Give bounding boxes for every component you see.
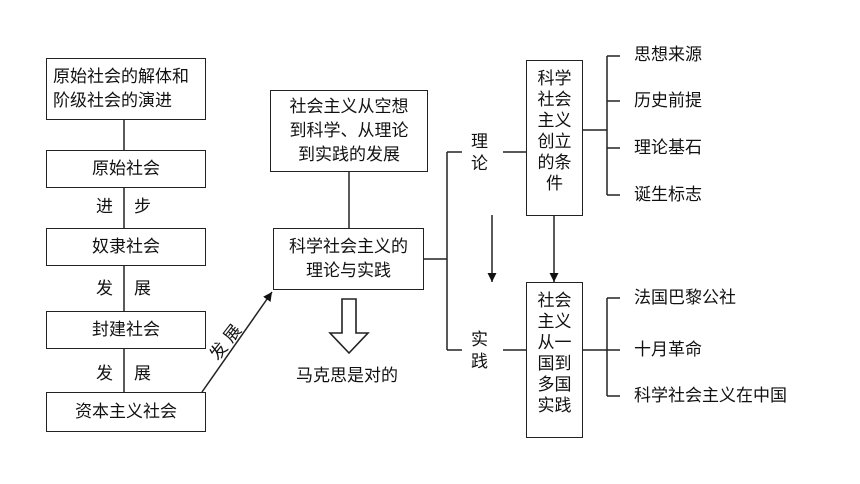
practice-item-socialism-in-china: 科学社会主义在中国 — [634, 386, 787, 406]
top-line2: 到科学、从理论 — [289, 121, 409, 141]
practice-item-october-revolution: 十月革命 — [634, 340, 702, 360]
box4-label: 封建社会 — [92, 320, 160, 340]
practice-box-line5: 多国 — [537, 375, 572, 395]
theory-box-line2: 社会 — [537, 90, 572, 110]
box3-label: 奴隶社会 — [92, 237, 160, 257]
theory-char2: 论 — [471, 154, 488, 174]
center-line2: 理论与实践 — [306, 261, 391, 281]
box5-label: 资本主义社会 — [75, 402, 177, 422]
box1-line2: 阶级社会的演进 — [53, 91, 172, 111]
link3-char2: 展 — [134, 364, 151, 384]
box2-label: 原始社会 — [92, 159, 160, 179]
box-founding-conditions: 科学 社会 主义 创立 的条 件 — [526, 60, 583, 216]
top-line1: 社会主义从空想 — [289, 97, 409, 117]
link3-char1: 发 — [96, 364, 113, 384]
link1-char1: 进 — [96, 197, 113, 217]
box-primitive-to-class-society: 原始社会的解体和 阶级社会的演进 — [46, 58, 206, 120]
practice-box-line2: 主义 — [537, 312, 572, 332]
theory-box-line1: 科学 — [537, 69, 572, 89]
practice-box-line4: 国到 — [537, 354, 572, 374]
box-one-to-many-countries: 社会 主义 从一 国到 多国 实践 — [526, 282, 583, 438]
top-line3: 到实践的发展 — [298, 145, 400, 165]
link2-char2: 展 — [134, 279, 151, 299]
theory-char1: 理 — [471, 132, 488, 152]
theory-item-birth-mark: 诞生标志 — [634, 185, 702, 205]
conclusion-text: 马克思是对的 — [296, 366, 398, 386]
branch-theory-label: 理 论 — [471, 131, 488, 175]
link1-char2: 步 — [134, 197, 151, 217]
theory-box-line6: 件 — [546, 174, 563, 194]
link2-char1: 发 — [96, 279, 113, 299]
theory-item-source: 思想来源 — [634, 45, 702, 65]
box-utopia-to-science: 社会主义从空想 到科学、从理论 到实践的发展 — [270, 90, 428, 172]
theory-box-line3: 主义 — [537, 111, 572, 131]
practice-char2: 践 — [471, 352, 488, 372]
branch-practice-label: 实 践 — [471, 329, 488, 373]
practice-box-line6: 实践 — [537, 396, 572, 416]
box-capitalist-society: 资本主义社会 — [46, 392, 206, 432]
practice-item-paris-commune: 法国巴黎公社 — [634, 288, 736, 308]
box-feudal-society: 封建社会 — [46, 311, 206, 349]
theory-box-line4: 创立 — [537, 132, 572, 152]
box-scientific-socialism: 科学社会主义的 理论与实践 — [273, 228, 424, 290]
center-line1: 科学社会主义的 — [289, 237, 408, 257]
box1-line1: 原始社会的解体和 — [53, 67, 189, 87]
theory-item-premise: 历史前提 — [634, 91, 702, 111]
box-primitive-society: 原始社会 — [46, 150, 206, 188]
theory-box-line5: 的条 — [537, 153, 572, 173]
practice-box-line3: 从一 — [537, 333, 572, 353]
theory-item-foundation: 理论基石 — [634, 138, 702, 158]
practice-char1: 实 — [471, 330, 488, 350]
practice-box-line1: 社会 — [537, 291, 572, 311]
box-slave-society: 奴隶社会 — [46, 228, 206, 266]
